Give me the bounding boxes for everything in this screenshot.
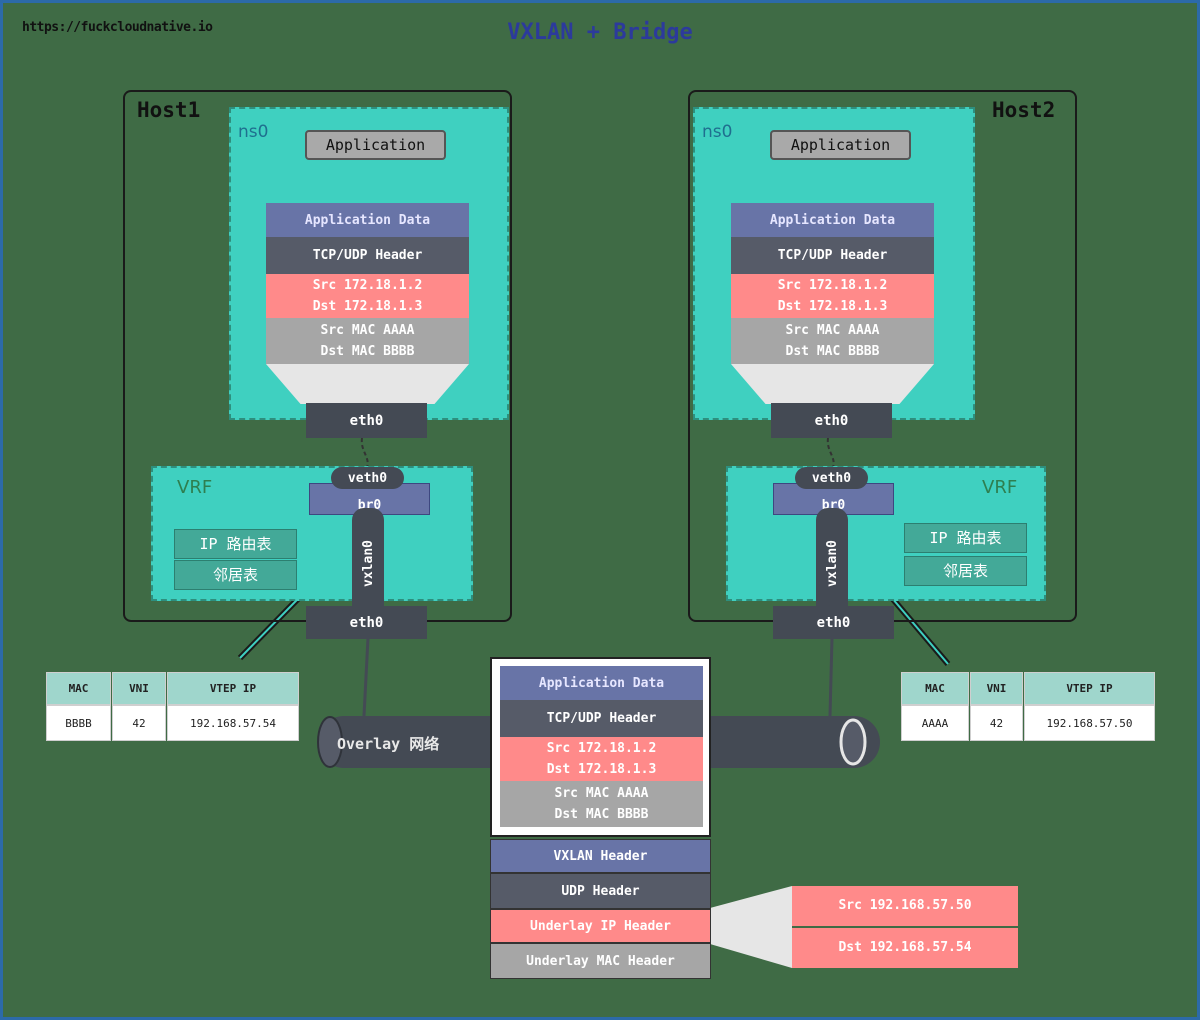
host2-ip-layer: Src 172.18.1.2 Dst 172.18.1.3: [731, 274, 934, 318]
underlay-dst-ip: Dst 192.168.57.54: [792, 928, 1018, 968]
host2-fdb-header-mac: MAC: [901, 672, 969, 705]
host2-ns-eth0: eth0: [771, 403, 892, 438]
packet-dst-mac: Dst MAC BBBB: [554, 807, 649, 822]
host2-app-data-layer: Application Data: [731, 203, 934, 237]
host1-fdb-header-vni: VNI: [112, 672, 166, 705]
host2-host-eth0: eth0: [773, 606, 894, 639]
host2-tcp-layer: TCP/UDP Header: [731, 237, 934, 274]
host2-neighbor-table: 邻居表: [904, 556, 1027, 586]
packet-src-mac: Src MAC AAAA: [554, 786, 649, 801]
host1-funnel: [266, 364, 469, 404]
underlay-ip-expansion: [710, 886, 792, 968]
host2-label: Host2: [992, 98, 1056, 122]
host2-fdb-cell-mac: AAAA: [901, 705, 969, 741]
host1-neighbor-table: 邻居表: [174, 560, 297, 590]
host1-vrf-label: VRF: [177, 477, 213, 498]
host1-fdb-cell-vni: 42: [112, 705, 166, 741]
host1-fdb-header-mac: MAC: [46, 672, 111, 705]
packet-underlay-ip-header: Underlay IP Header: [490, 909, 711, 943]
host2-vrf-label: VRF: [982, 477, 1018, 498]
overlay-label: Overlay 网络: [337, 735, 440, 753]
host1-veth0: veth0: [331, 467, 404, 489]
host2-fdb-cell-vni: 42: [970, 705, 1023, 741]
host1-ns-label: ns0: [238, 122, 269, 142]
host2-src-ip: Src 172.18.1.2: [777, 278, 888, 293]
host2-dst-mac: Dst MAC BBBB: [785, 344, 880, 359]
host2-eth0-pipe-link: [828, 637, 834, 717]
host2-src-mac: Src MAC AAAA: [785, 323, 880, 338]
source-url: https://fuckcloudnative.io: [22, 20, 213, 35]
packet-inner-ip: Src 172.18.1.2 Dst 172.18.1.3: [500, 737, 703, 781]
host2-funnel: [731, 364, 934, 404]
host1-fdb-cell-mac: BBBB: [46, 705, 111, 741]
underlay-src-ip: Src 192.168.57.50: [792, 886, 1018, 926]
host1-tcp-layer: TCP/UDP Header: [266, 237, 469, 274]
packet-tcp: TCP/UDP Header: [500, 700, 703, 737]
host1-ns-eth0: eth0: [306, 403, 427, 438]
packet-src-ip: Src 172.18.1.2: [546, 741, 657, 756]
packet-inner-mac: Src MAC AAAA Dst MAC BBBB: [500, 781, 703, 827]
host2-fdb-header-vtep: VTEP IP: [1024, 672, 1155, 705]
host2-fdb-header-vni: VNI: [970, 672, 1023, 705]
packet-vxlan-header: VXLAN Header: [490, 839, 711, 873]
packet-underlay-mac-header: Underlay MAC Header: [490, 943, 711, 979]
packet-udp-header: UDP Header: [490, 873, 711, 909]
host1-app-data-layer: Application Data: [266, 203, 469, 237]
packet-app-data: Application Data: [500, 666, 703, 700]
host1-eth0-pipe-link: [362, 637, 370, 717]
host1-fdb-cell-vtep: 192.168.57.54: [167, 705, 299, 741]
pipe-left-end: [317, 716, 343, 768]
host2-dst-ip: Dst 172.18.1.3: [777, 299, 888, 314]
host1-fdb-header-vtep: VTEP IP: [167, 672, 299, 705]
host1-vxlan0: vxlan0: [352, 508, 384, 618]
host1-label: Host1: [137, 98, 201, 122]
host2-veth0: veth0: [795, 467, 868, 489]
host1-application: Application: [305, 130, 446, 160]
host1-ip-layer: Src 172.18.1.2 Dst 172.18.1.3: [266, 274, 469, 318]
pipe-right-end: [839, 718, 867, 766]
host1-src-ip: Src 172.18.1.2: [312, 278, 423, 293]
host1-route-table: IP 路由表: [174, 529, 297, 559]
host1-mac-layer: Src MAC AAAA Dst MAC BBBB: [266, 318, 469, 364]
host2-vxlan0: vxlan0: [816, 508, 848, 618]
host2-route-table: IP 路由表: [904, 523, 1027, 553]
host1-src-mac: Src MAC AAAA: [320, 323, 415, 338]
host2-ns-label: ns0: [702, 122, 733, 142]
diagram-title: VXLAN + Bridge: [507, 20, 693, 45]
packet-dst-ip: Dst 172.18.1.3: [546, 762, 657, 777]
host2-fdb-cell-vtep: 192.168.57.50: [1024, 705, 1155, 741]
host2-application: Application: [770, 130, 911, 160]
host1-host-eth0: eth0: [306, 606, 427, 639]
host1-dst-mac: Dst MAC BBBB: [320, 344, 415, 359]
host1-dst-ip: Dst 172.18.1.3: [312, 299, 423, 314]
host2-mac-layer: Src MAC AAAA Dst MAC BBBB: [731, 318, 934, 364]
